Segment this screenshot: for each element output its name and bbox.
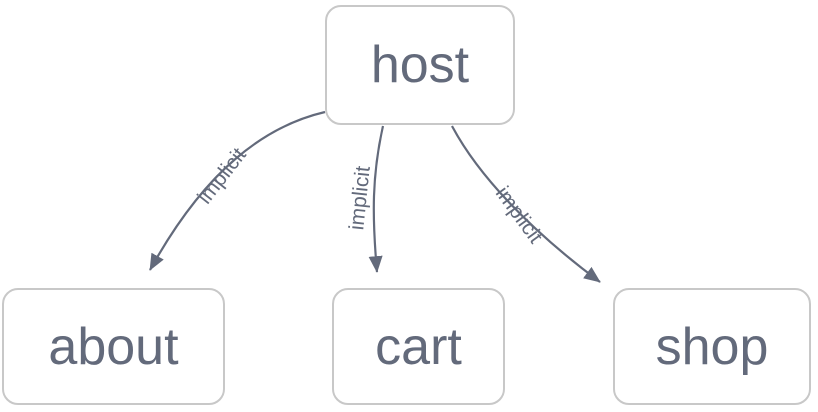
edge-host-about	[149, 110, 326, 271]
node-cart[interactable]: cart	[332, 288, 505, 405]
node-cart-label: cart	[375, 317, 462, 376]
node-host-label: host	[370, 36, 470, 94]
node-about[interactable]: about	[2, 288, 225, 405]
node-host[interactable]: host	[325, 5, 515, 125]
edge-host-shop	[451, 125, 601, 283]
node-shop[interactable]: shop	[613, 288, 811, 405]
node-about-label: about	[48, 317, 179, 376]
edge-host-cart	[368, 125, 385, 273]
node-shop-label: shop	[655, 317, 769, 376]
